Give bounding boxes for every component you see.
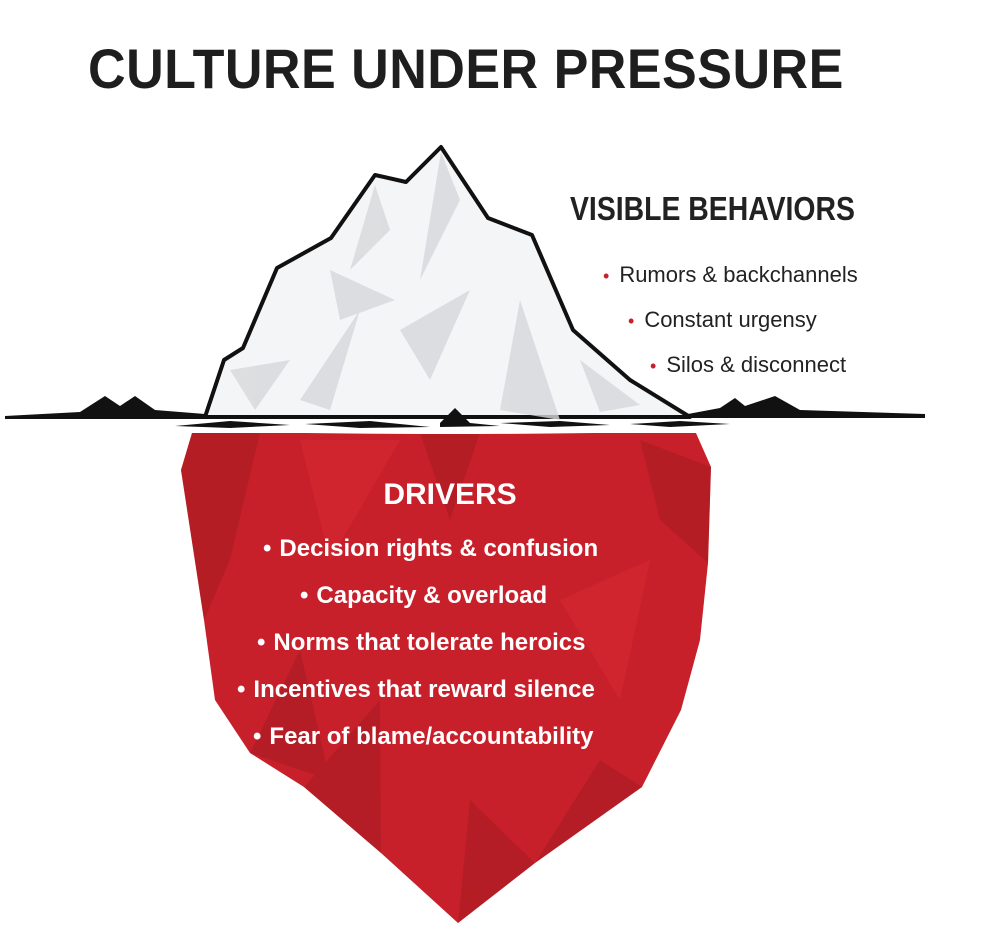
- iceberg-tip: [203, 145, 692, 419]
- underwater-facets: [181, 433, 711, 923]
- water-fragments: [175, 408, 730, 428]
- bullet-icon: •: [237, 676, 246, 703]
- driver-item: •Fear of blame/accountability: [253, 723, 594, 750]
- page-title: CULTURE UNDER PRESSURE: [88, 37, 844, 100]
- iceberg-underwater: [181, 433, 711, 923]
- visible-behaviors-heading: VISIBLE BEHAVIORS: [570, 190, 855, 227]
- bullet-icon: •: [628, 311, 635, 331]
- visible-behavior-item: •Silos & disconnect: [650, 352, 847, 377]
- bullet-icon: •: [300, 582, 309, 609]
- driver-item: •Norms that tolerate heroics: [257, 629, 586, 656]
- driver-item: •Capacity & overload: [300, 582, 548, 609]
- bullet-icon: •: [263, 535, 272, 562]
- visible-behavior-item: •Constant urgensy: [628, 307, 817, 332]
- visible-behavior-item: •Rumors & backchannels: [603, 262, 858, 287]
- waterline: [5, 396, 205, 419]
- drivers-heading: DRIVERS: [383, 478, 517, 511]
- ice-facets: [230, 152, 640, 420]
- bullet-icon: •: [603, 266, 610, 286]
- bullet-icon: •: [257, 629, 266, 656]
- driver-item: •Incentives that reward silence: [237, 676, 595, 703]
- driver-item: •Decision rights & confusion: [263, 535, 599, 562]
- bullet-icon: •: [253, 723, 262, 750]
- bullet-icon: •: [650, 356, 657, 376]
